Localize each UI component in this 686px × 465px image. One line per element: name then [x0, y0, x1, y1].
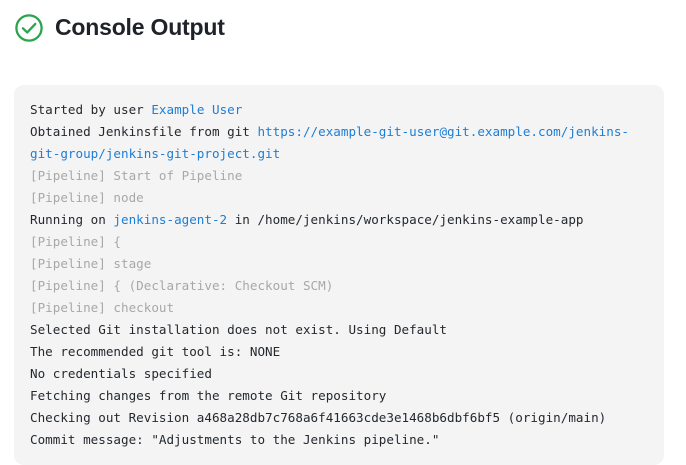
check-circle-icon: [15, 13, 43, 42]
console-log-text: Checking out Revision a468a28db7c768a6f4…: [30, 410, 607, 425]
console-log-text: Obtained Jenkinsfile from git: [30, 124, 258, 139]
page-header: Console Output: [0, 0, 686, 42]
console-log-line: Fetching changes from the remote Git rep…: [30, 385, 648, 407]
console-log-line: Started by user Example User: [30, 99, 648, 121]
console-log-text: No credentials specified: [30, 366, 212, 381]
console-log-text: Started by user: [30, 102, 152, 117]
console-log-text: Fetching changes from the remote Git rep…: [30, 388, 387, 403]
page-title: Console Output: [55, 14, 225, 40]
console-log-text: Selected Git installation does not exist…: [30, 322, 448, 337]
console-log-link[interactable]: https://example-git-user@git.example.com…: [30, 124, 629, 161]
console-log-line: Running on jenkins-agent-2 in /home/jenk…: [30, 209, 648, 231]
console-log-text: Commit message: "Adjustments to the Jenk…: [30, 432, 440, 447]
console-log-text: [Pipeline] stage: [30, 256, 152, 271]
console-log-line: [Pipeline] node: [30, 187, 648, 209]
console-log-text: [Pipeline] checkout: [30, 300, 175, 315]
console-log-link[interactable]: Example User: [151, 102, 243, 117]
console-log-line: [Pipeline] checkout: [30, 297, 648, 319]
console-log-line: Checking out Revision a468a28db7c768a6f4…: [30, 407, 648, 429]
console-log-text: The recommended git tool is: NONE: [30, 344, 281, 359]
console-log-line: [Pipeline] { (Declarative: Checkout SCM): [30, 275, 648, 297]
console-log-text: [Pipeline] { (Declarative: Checkout SCM): [30, 278, 334, 293]
console-log-line: [Pipeline] {: [30, 231, 648, 253]
console-log-line: No credentials specified: [30, 363, 648, 385]
console-log-text: [Pipeline] {: [30, 234, 121, 249]
console-log-text: [Pipeline] node: [30, 190, 144, 205]
console-log-link[interactable]: jenkins-agent-2: [113, 212, 228, 227]
console-log-line: The recommended git tool is: NONE: [30, 341, 648, 363]
console-log-line: Obtained Jenkinsfile from git https://ex…: [30, 121, 648, 165]
console-log-text: in /home/jenkins/workspace/jenkins-examp…: [227, 212, 584, 227]
console-log-line: Selected Git installation does not exist…: [30, 319, 648, 341]
console-log-line: Commit message: "Adjustments to the Jenk…: [30, 429, 648, 451]
console-log-text: Running on: [30, 212, 114, 227]
console-log-text: [Pipeline] Start of Pipeline: [30, 168, 243, 183]
console-log-line: [Pipeline] stage: [30, 253, 648, 275]
console-log-line: [Pipeline] Start of Pipeline: [30, 165, 648, 187]
